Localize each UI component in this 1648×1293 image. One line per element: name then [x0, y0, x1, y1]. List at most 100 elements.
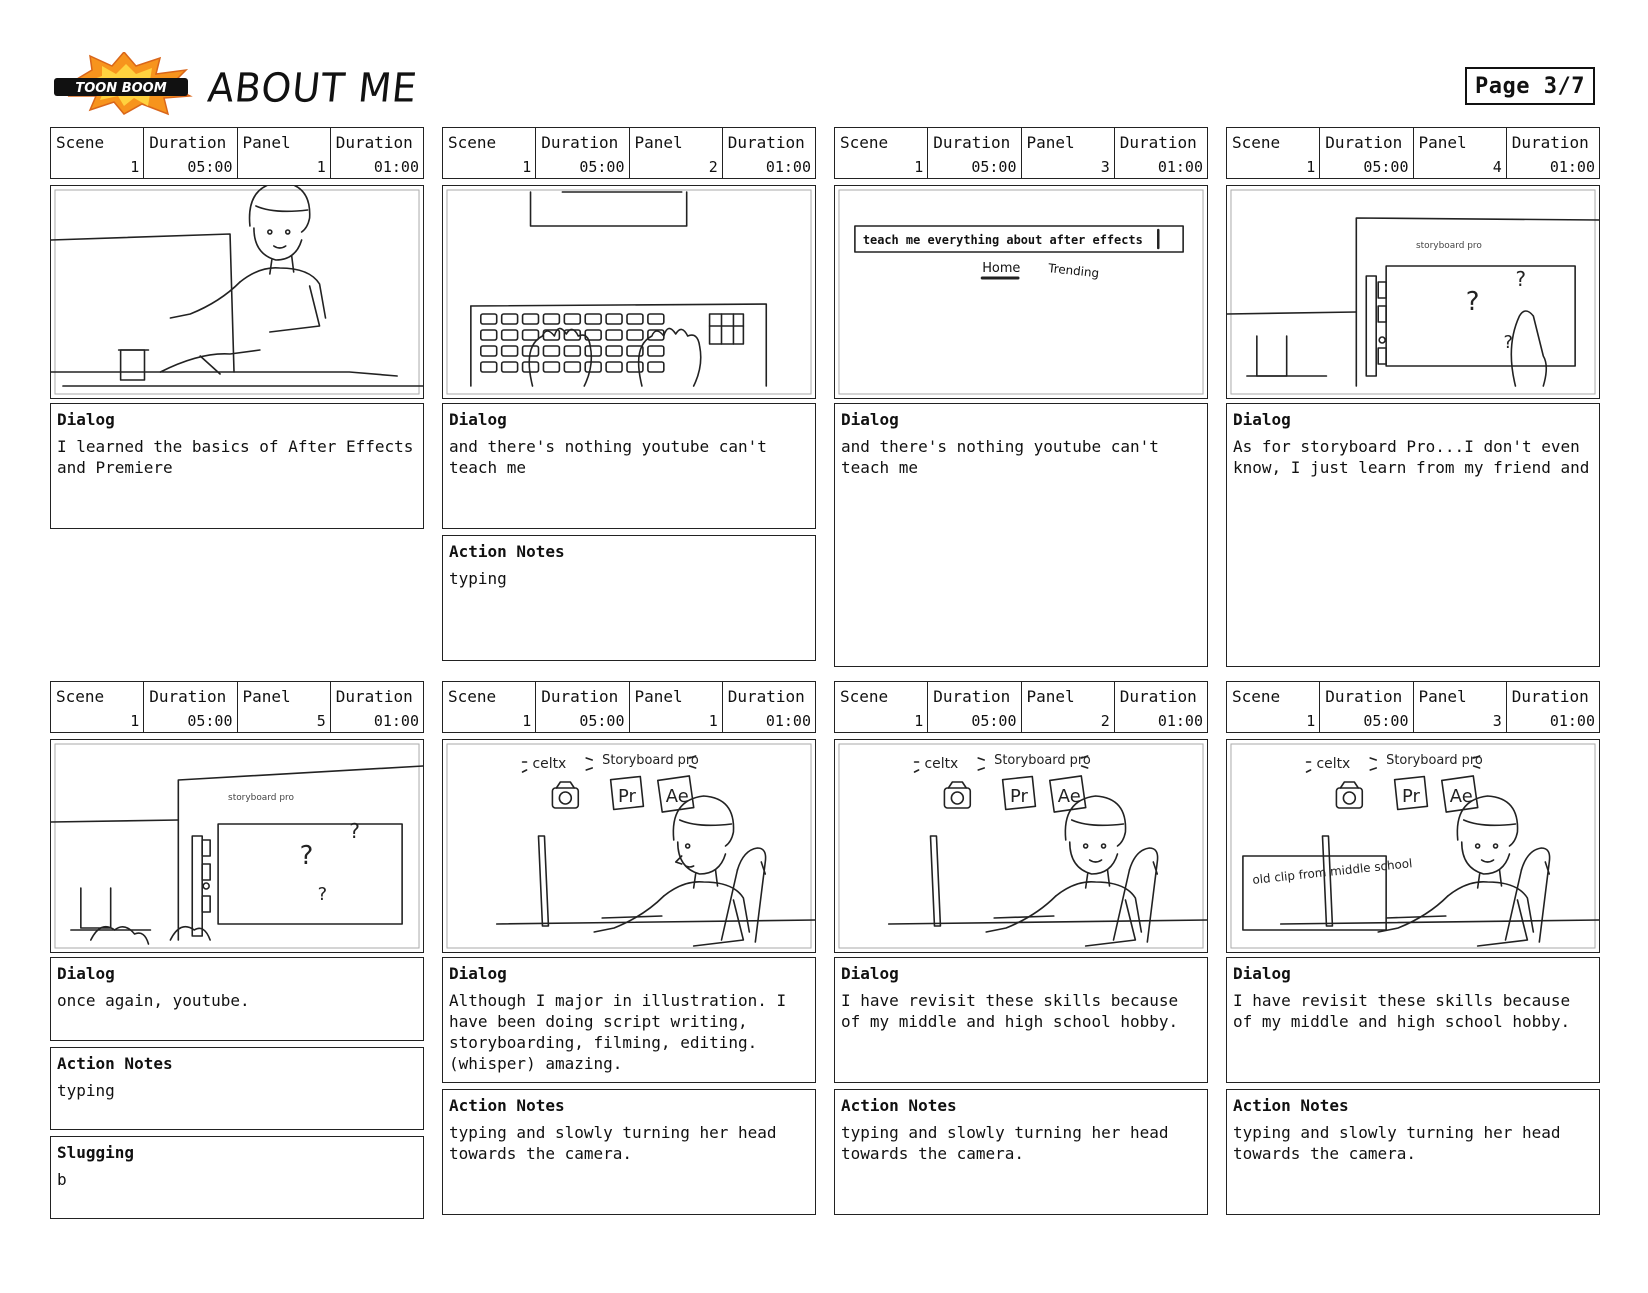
old-clip-note: old clip from middle school	[1252, 856, 1413, 887]
panel-number: 5	[316, 712, 326, 730]
duration-label: Duration	[335, 687, 413, 706]
panel-cell: Panel 3	[1022, 128, 1115, 178]
dialog-box-heading: Dialog	[57, 410, 115, 429]
panel-duration-cell: Duration 01:00	[1507, 128, 1599, 178]
action-notes-box-text: typing	[449, 569, 507, 588]
scene-number: 1	[914, 158, 924, 176]
scene-duration: 05:00	[579, 158, 625, 176]
scene-duration: 05:00	[187, 158, 233, 176]
duration-label: Duration	[1119, 687, 1197, 706]
bubble-celtx: celtx	[1317, 756, 1351, 772]
panel-meta-row: Scene 1 Duration 05:00 Panel 2 Duration …	[442, 127, 816, 179]
dialog-box: Dialog and there's nothing youtube can't…	[442, 403, 816, 529]
duration-label: Duration	[1511, 687, 1589, 706]
scene-number: 1	[522, 158, 532, 176]
storyboard-pro-screen-label: storyboard pro	[228, 793, 294, 803]
scene-label: Scene	[448, 687, 497, 706]
dialog-box-text: and there's nothing youtube can't teach …	[841, 437, 1169, 477]
dialog-box-heading: Dialog	[841, 964, 899, 983]
panel-sketch-frame: storyboard pro ? ? ?	[50, 739, 424, 953]
dialog-box-text: and there's nothing youtube can't teach …	[449, 437, 777, 477]
dialog-box: Dialog once again, youtube.	[50, 957, 424, 1041]
dialog-box-heading: Dialog	[1233, 964, 1291, 983]
dialog-box: Dialog Although I major in illustration.…	[442, 957, 816, 1083]
panel-sketch-frame: celtx Storyboard pro Pr Ae old clip from…	[1226, 739, 1600, 953]
panel-duration-cell: Duration 01:00	[723, 682, 815, 732]
scene-label: Scene	[1232, 133, 1281, 152]
panel-duration-cell: Duration 01:00	[1115, 682, 1207, 732]
after-effects-icon-label: Ae	[1450, 786, 1473, 807]
panel-meta-row: Scene 1 Duration 05:00 Panel 3 Duration …	[1226, 681, 1600, 733]
page-number: Page 3/7	[1465, 67, 1595, 105]
action-notes-box-heading: Action Notes	[1233, 1096, 1349, 1115]
document-title: ABOUT ME	[205, 64, 420, 112]
duration-label: Duration	[541, 133, 619, 152]
scene-duration-cell: Duration 05:00	[928, 128, 1022, 178]
logo-wordmark: TOON BOOM	[75, 81, 166, 96]
duration-label: Duration	[727, 687, 805, 706]
duration-label: Duration	[727, 133, 805, 152]
dialog-box-text: once again, youtube.	[57, 991, 250, 1010]
scene-number: 1	[914, 712, 924, 730]
scene-duration-cell: Duration 05:00	[1320, 128, 1414, 178]
panel-cell: Panel 1	[630, 682, 723, 732]
scene-duration-cell: Duration 05:00	[536, 128, 630, 178]
duration-label: Duration	[1511, 133, 1589, 152]
scene-duration: 05:00	[971, 158, 1017, 176]
page-header: TOON BOOM ABOUT ME Page 3/7	[0, 0, 1648, 125]
scene-duration-cell: Duration 05:00	[144, 682, 238, 732]
slugging-box: Slugging b	[50, 1136, 424, 1219]
action-notes-box-heading: Action Notes	[449, 1096, 565, 1115]
action-notes-box-text: typing and slowly turning her head towar…	[449, 1123, 787, 1163]
dialog-box-text: As for storyboard Pro...I don't even kno…	[1233, 437, 1590, 477]
panel-meta-row: Scene 1 Duration 05:00 Panel 1 Duration …	[442, 681, 816, 733]
duration-label: Duration	[1119, 133, 1197, 152]
duration-label: Duration	[933, 133, 1011, 152]
scene-duration: 05:00	[579, 712, 625, 730]
scene-label: Scene	[56, 687, 105, 706]
panel-duration: 01:00	[1549, 158, 1595, 176]
duration-label: Duration	[149, 687, 227, 706]
panel-duration: 01:00	[1157, 712, 1203, 730]
svg-text:?: ?	[1504, 332, 1514, 353]
panel-duration-cell: Duration 01:00	[331, 128, 423, 178]
panel-label: Panel	[1418, 687, 1467, 706]
dialog-box: Dialog As for storyboard Pro...I don't e…	[1226, 403, 1600, 667]
bubble-celtx: celtx	[925, 756, 959, 772]
panel-cell: Panel 5	[238, 682, 331, 732]
panel-duration: 01:00	[1157, 158, 1203, 176]
scene-duration: 05:00	[1363, 158, 1409, 176]
bubble-storyboard-pro: Storyboard pro	[602, 753, 699, 768]
action-notes-box: Action Notes typing and slowly turning h…	[834, 1089, 1208, 1215]
scene-duration-cell: Duration 05:00	[928, 682, 1022, 732]
panel-sketch-frame: storyboard pro ? ? ?	[1226, 185, 1600, 399]
scene-cell: Scene 1	[835, 128, 929, 178]
action-notes-box: Action Notes typing	[50, 1047, 424, 1130]
panel-duration-cell: Duration 01:00	[1115, 128, 1207, 178]
scene-number: 1	[130, 158, 140, 176]
panel-cell: Panel 3	[1414, 682, 1507, 732]
scene-duration-cell: Duration 05:00	[1320, 682, 1414, 732]
bubble-storyboard-pro: Storyboard pro	[994, 753, 1091, 768]
slugging-box-text: b	[57, 1170, 67, 1189]
action-notes-box: Action Notes typing	[442, 535, 816, 661]
dialog-box-text: Although I major in illustration. I have…	[449, 991, 796, 1073]
svg-text:?: ?	[1515, 267, 1526, 291]
svg-text:?: ?	[318, 884, 328, 905]
panel-duration-cell: Duration 01:00	[1507, 682, 1599, 732]
scene-number: 1	[1306, 712, 1316, 730]
panel-meta-row: Scene 1 Duration 05:00 Panel 1 Duration …	[50, 127, 424, 179]
svg-text:?: ?	[300, 841, 314, 871]
premiere-icon-label: Pr	[618, 786, 636, 807]
scene-cell: Scene 1	[443, 128, 537, 178]
action-notes-box-text: typing and slowly turning her head towar…	[841, 1123, 1179, 1163]
after-effects-icon-label: Ae	[1058, 786, 1081, 807]
scene-duration: 05:00	[187, 712, 233, 730]
scene-number: 1	[1306, 158, 1316, 176]
panel-number: 2	[1100, 712, 1110, 730]
panel-duration: 01:00	[373, 712, 419, 730]
dialog-box-heading: Dialog	[449, 964, 507, 983]
dialog-box: Dialog I have revisit these skills becau…	[834, 957, 1208, 1083]
panel-cell: Panel 2	[1022, 682, 1115, 732]
duration-label: Duration	[335, 133, 413, 152]
